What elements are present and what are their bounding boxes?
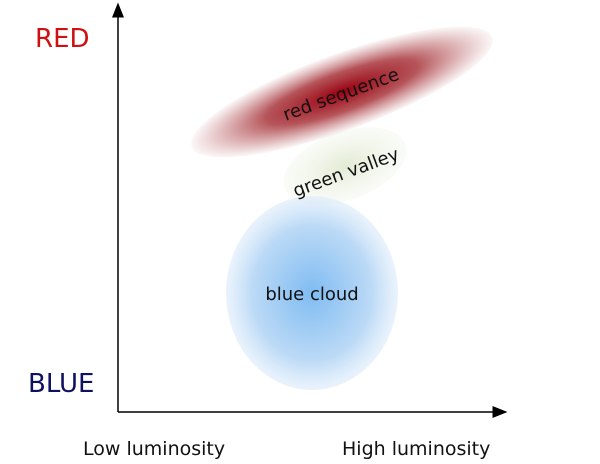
blue-cloud-region (226, 196, 398, 390)
blue-cloud-label: blue cloud (265, 284, 358, 305)
x-axis-right-label: High luminosity (342, 438, 491, 460)
x-axis-left-label: Low luminosity (83, 438, 226, 460)
green-valley-region (283, 127, 407, 205)
y-axis-bottom-label: BLUE (28, 369, 95, 399)
red-sequence-region (191, 26, 493, 158)
y-axis-top-label: RED (35, 24, 90, 54)
